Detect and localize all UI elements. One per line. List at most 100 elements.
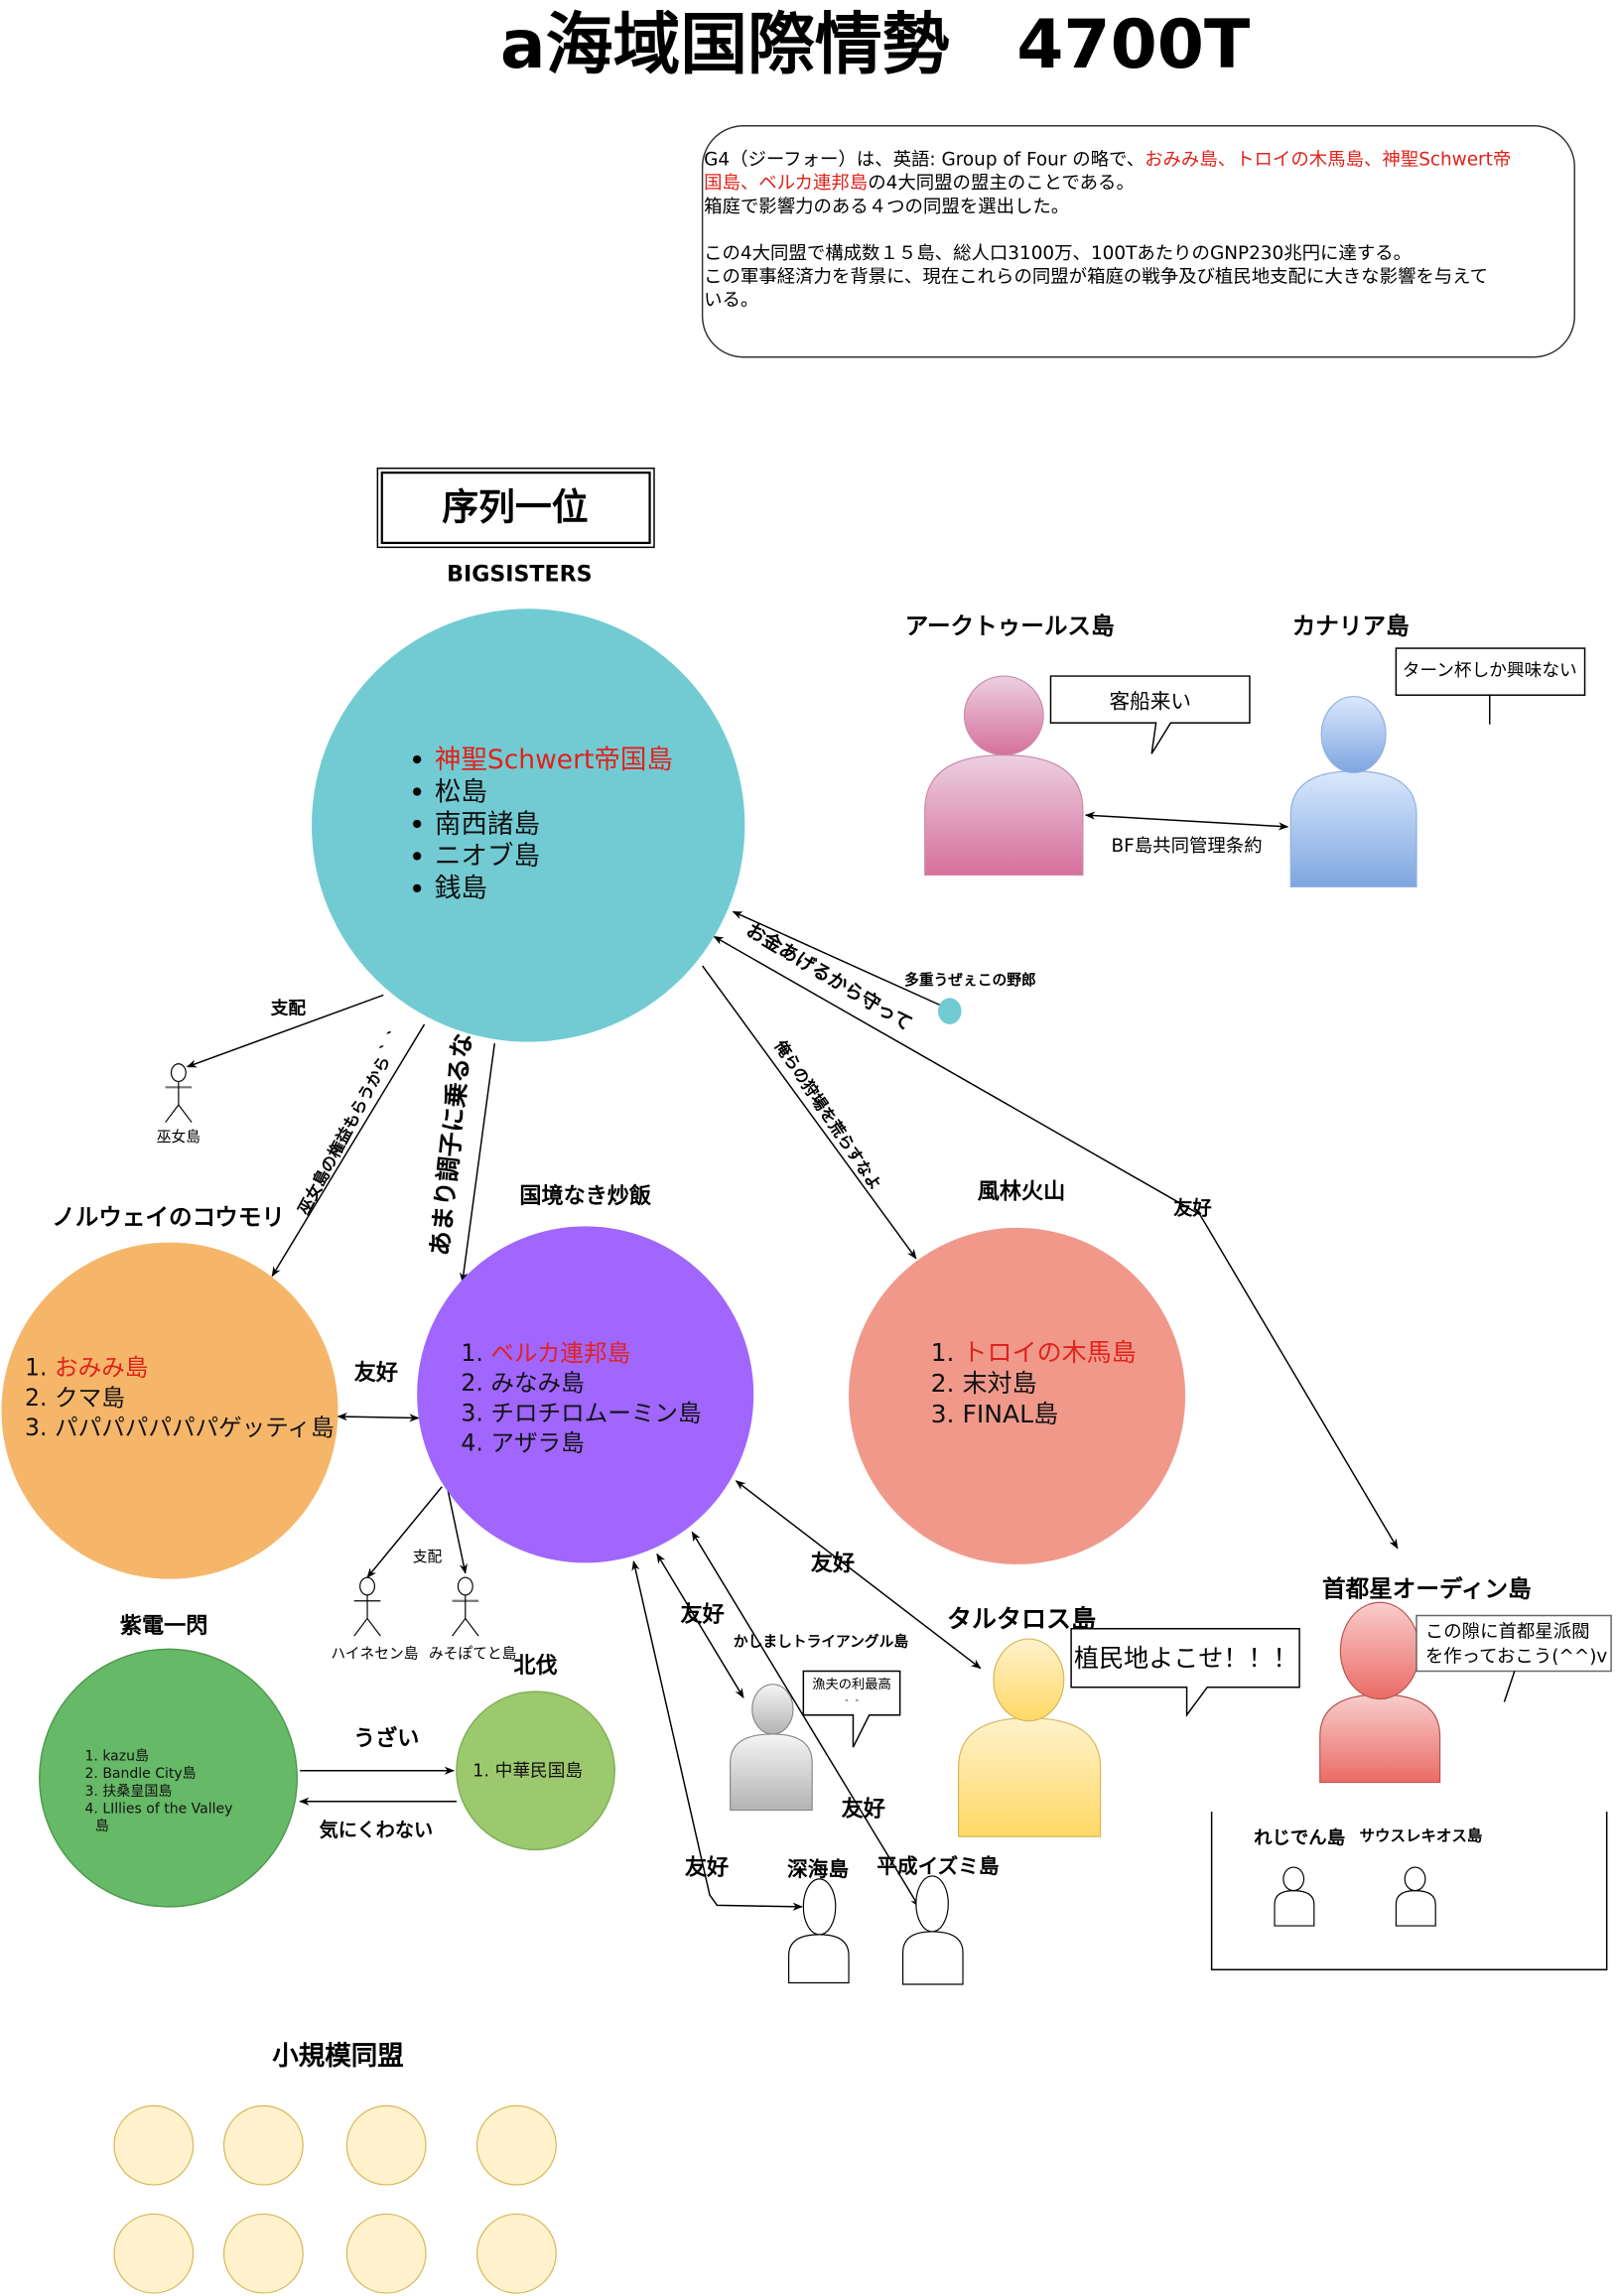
info-line4: この4大同盟で構成数１５島、総人口3100万、100TあたりのGNP230兆円に… [704,243,1412,264]
label-miko-rights: 巫女島の権益もらうから｀｀ [293,1023,409,1217]
island-arcturus-name: アークトゥールス島 [905,611,1115,639]
info-line2-red: 国島、ベルカ連邦島 [704,173,868,194]
alliance-circle [417,1226,754,1563]
alliance-member: 神聖Schwert帝国島 [435,744,673,775]
person-tartaros-icon[interactable] [958,1638,1102,1837]
speech-bubble-arcturus: 客船来い [1049,675,1251,754]
alliance-circle [312,608,745,1042]
alliance-member: 1. トロイの木馬島 [931,1338,1137,1367]
alliance-hokubatsu[interactable]: 北伐 1. 中華民国島 [456,1653,615,1851]
bullet-icon [413,852,422,861]
alliance-name: 国境なき炒飯 [519,1183,652,1209]
svg-text:植民地よこせ！！！: 植民地よこせ！！！ [1074,1644,1297,1673]
small-alliance-circle[interactable] [476,2213,557,2294]
person-kashimashi-icon[interactable] [730,1684,813,1812]
alliance-circle [849,1227,1186,1564]
person-arcturus-icon[interactable] [924,675,1084,877]
alliance-member: 銭島 [435,874,487,904]
alliance-member: 2. クマ島 [25,1384,125,1412]
alliance-name: ノルウェイのコウモリ [52,1203,285,1231]
speech-bubble-canaria: ターン杯しか興味ない [1395,647,1586,725]
person-heisei-icon[interactable] [901,1875,964,1985]
bullet-icon [413,883,422,892]
island-heisei-name: 平成イズミ島 [876,1854,999,1878]
stick-figure-icon[interactable] [452,1576,479,1637]
alliance-member: ニオブ島 [435,841,540,872]
svg-text:この隙に首都星派閥: この隙に首都星派閥 [1425,1622,1590,1643]
svg-text:客船来い: 客船来い [1109,690,1191,714]
page-title: a海域国際情勢 4700T [500,5,1250,83]
label-yuukou-tartaros: 友好 [811,1551,855,1576]
person-canaria-icon[interactable] [1289,696,1417,887]
alliance-circle [456,1690,615,1851]
bullet-icon [413,819,422,829]
small-alliance-circle[interactable] [222,2104,304,2186]
label-choushi: あまり調子に乗るな [425,1031,476,1257]
island-name: 多重うぜぇこの野郎 [904,971,1036,989]
speech-bubble-kashimashi: 漁夫の利最高 ＾＾ [802,1670,901,1748]
alliance-member: 1. ベルカ連邦島 [461,1339,630,1367]
island-shinkai-name: 深海島 [787,1857,849,1881]
alliance-member: 松島 [435,776,487,807]
island-rejiden-name: れじでん島 [1254,1826,1345,1848]
alliance-small: 小規模同盟 [113,2041,557,2294]
info-line6: いる。 [704,290,758,311]
alliance-member: 1. kazu島 [85,1748,149,1764]
small-alliance-circle[interactable] [222,2213,304,2294]
small-alliance-circle[interactable] [345,2104,427,2186]
island-canaria-name: カナリア島 [1292,611,1410,639]
svg-text:を作っておこう(^^)v: を作っておこう(^^)v [1425,1647,1608,1668]
alliance-member: 2. Bandle City島 [85,1766,197,1782]
speech-bubble-tartaros: 植民地よこせ！！！ [1070,1628,1300,1717]
small-alliance-circle[interactable] [476,2104,557,2186]
alliance-member: 1. おみみ島 [25,1354,148,1382]
label-shihai-miko: 支配 [270,998,307,1019]
alliance-name: BIGSISTERS [447,561,592,587]
label-okane: お金あげるから守って [742,918,916,1035]
small-alliance-circle[interactable] [345,2213,427,2294]
stick-figure-icon[interactable] [165,1063,193,1124]
label-shihai-chahan: 支配 [413,1549,443,1565]
label-bf-treaty: BF島共同管理条約 [1112,836,1263,857]
info-line1-red: おみみ島、トロイの木馬島、神聖Schwert帝 [1145,150,1511,171]
label-yuukou-norway: 友好 [354,1360,398,1386]
alliance-circle [1,1242,338,1579]
info-line3: 箱庭で影響力のある４つの同盟を選出した。 [704,197,1069,217]
alliance-name: 北伐 [513,1653,557,1679]
bullet-icon [413,787,422,796]
person-southlekios-icon[interactable] [1395,1866,1436,1927]
info-line5: この軍事経済力を背景に、現在これらの同盟が箱庭の戦争及び植民地支配に大きな影響を… [704,267,1488,288]
info-box: G4（ジーフォー）は、英語: Group of Four の略で、おみみ島、トロ… [701,125,1575,358]
speech-bubble-odin: この隙に首都星派閥 を作っておこう(^^)v [1415,1614,1612,1702]
alliance-member: 島 [95,1819,109,1834]
alliance-member: 4. LIllies of the Valley [85,1802,233,1818]
info-line1-black: G4（ジーフォー）は、英語: Group of Four の略で、 [704,150,1145,171]
label-uzai: うざい [353,1726,419,1752]
stick-figure-icon[interactable] [353,1576,381,1637]
alliance-member: 3. パパパパパパパゲッティ島 [25,1414,335,1441]
alliance-member: 3. チロチロムーミン島 [461,1399,701,1426]
small-alliance-circle[interactable] [113,2104,195,2186]
svg-text:国島、ベルカ連邦島の4大同盟の盟主のことである。: 国島、ベルカ連邦島の4大同盟の盟主のことである。 [704,173,1135,194]
island-southlekios-name: サウスレキオス島 [1360,1826,1483,1845]
alliance-member: 1. 中華民国島 [472,1761,583,1782]
small-alliance-circle[interactable] [113,2213,195,2294]
alliance-name: 風林火山 [978,1178,1065,1204]
group-box-odin-subordinates: れじでん島 サウスレキオス島 [1210,1812,1608,1970]
alliance-member: 2. 末対島 [931,1369,1037,1398]
person-rejiden-icon[interactable] [1274,1866,1315,1927]
island-misopoteto-name: みそぽてと島 [429,1645,516,1662]
alliance-member: 4. アザラ島 [461,1429,584,1457]
island-tajuu[interactable]: 多重うぜぇこの野郎 [904,971,1036,1024]
alliance-member: 2. みなみ島 [461,1369,584,1397]
island-miko-name: 巫女島 [157,1128,201,1146]
svg-text:ターン杯しか興味ない: ターン杯しか興味ない [1403,660,1577,681]
person-shinkai-icon[interactable] [788,1878,850,1984]
label-yuukou-shinkai: 友好 [685,1854,729,1880]
person-odin-icon[interactable] [1319,1601,1441,1784]
